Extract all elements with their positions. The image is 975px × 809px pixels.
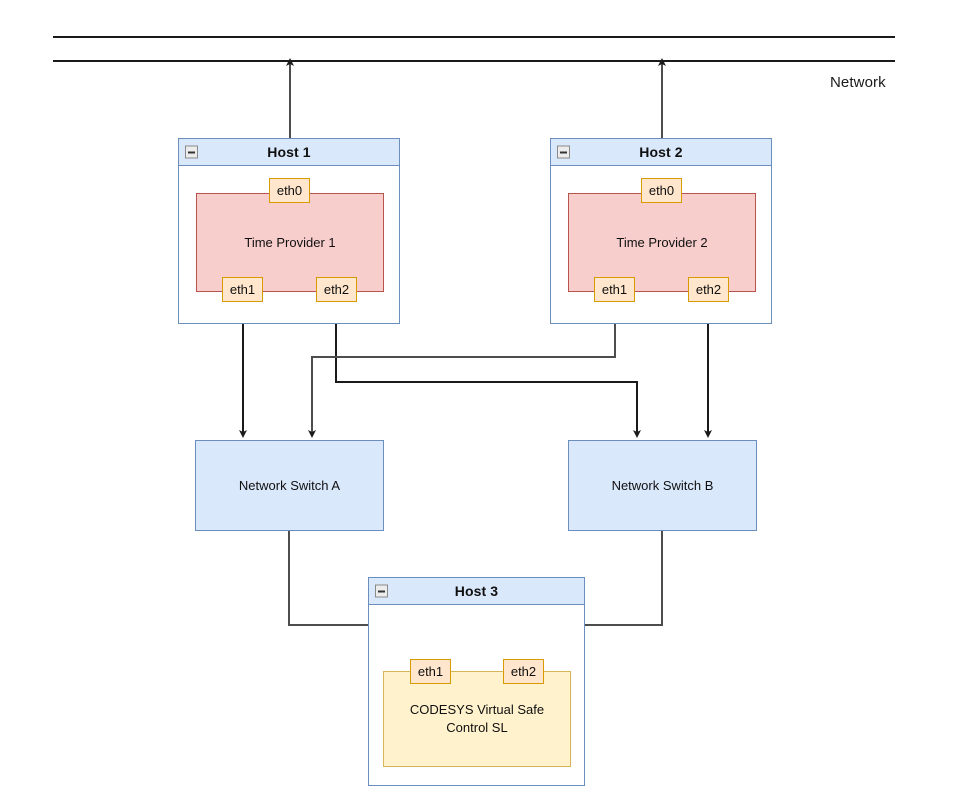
codesys-label-line-1: CODESYS Virtual Safe [409, 702, 545, 718]
host-3-port-eth1[interactable]: eth1 [410, 659, 451, 684]
network-bus-line-bottom [53, 60, 895, 62]
collapse-minus-icon[interactable] [375, 584, 388, 598]
host-3-component-codesys[interactable]: CODESYS Virtual Safe Control SL [383, 671, 571, 767]
network-label: Network [830, 74, 886, 91]
collapse-minus-icon[interactable] [185, 145, 198, 159]
host-2-port-eth2[interactable]: eth2 [688, 277, 729, 302]
collapse-minus-icon[interactable] [557, 145, 570, 159]
host-3-header[interactable]: Host 3 [369, 578, 584, 605]
host-2-component-time-provider[interactable]: Time Provider 2 [568, 193, 756, 292]
host-1-port-eth0[interactable]: eth0 [269, 178, 310, 203]
network-bus-line-top [53, 36, 895, 38]
host-3-body: CODESYS Virtual Safe Control SL [369, 605, 584, 785]
network-switch-a[interactable]: Network Switch A [195, 440, 384, 531]
host-3-title: Host 3 [454, 583, 499, 599]
host-2-title: Host 2 [639, 144, 683, 160]
host-1-container[interactable]: Host 1 Time Provider 1 [178, 138, 400, 324]
codesys-label-line-2: Control SL [446, 720, 508, 735]
host-3-port-eth2[interactable]: eth2 [503, 659, 544, 684]
host-1-port-eth1[interactable]: eth1 [222, 277, 263, 302]
host-2-container[interactable]: Host 2 Time Provider 2 [550, 138, 772, 324]
host-2-header[interactable]: Host 2 [551, 139, 771, 166]
host-1-title: Host 1 [267, 144, 311, 160]
host-2-body: Time Provider 2 [551, 166, 771, 323]
network-switch-b[interactable]: Network Switch B [568, 440, 757, 531]
host-2-port-eth1[interactable]: eth1 [594, 277, 635, 302]
host-3-container[interactable]: Host 3 CODESYS Virtual Safe Control SL [368, 577, 585, 786]
host-1-header[interactable]: Host 1 [179, 139, 399, 166]
host-2-port-eth0[interactable]: eth0 [641, 178, 682, 203]
host-1-port-eth2[interactable]: eth2 [316, 277, 357, 302]
